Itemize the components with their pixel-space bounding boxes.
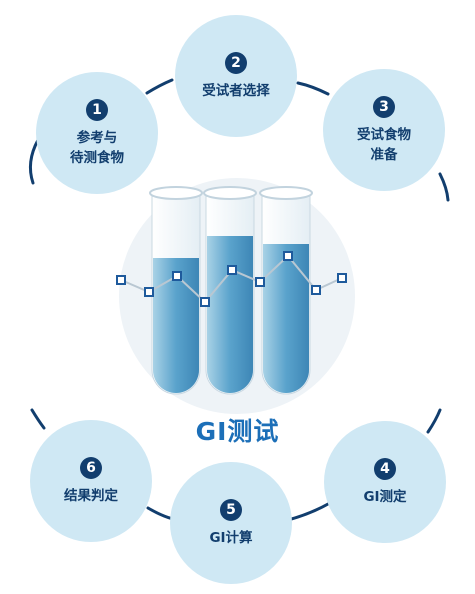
step-number: 5 bbox=[220, 498, 242, 521]
diagram-title: GI测试 bbox=[195, 417, 280, 446]
test-tube-3 bbox=[259, 186, 313, 395]
step-number: 1 bbox=[86, 98, 108, 121]
step-label: GI计算 bbox=[209, 529, 253, 546]
step-label: 受试食物 准备 bbox=[357, 126, 411, 163]
arc-2-3 bbox=[296, 81, 330, 96]
step-number: 6 bbox=[80, 456, 102, 479]
step-number: 2 bbox=[225, 51, 247, 74]
arc-right-top bbox=[438, 172, 450, 202]
step-5-gi-calculation: 5 GI计算 bbox=[170, 462, 292, 584]
test-tube-icon bbox=[149, 186, 313, 395]
arc-5-4 bbox=[286, 502, 330, 522]
step-number: 4 bbox=[374, 457, 396, 480]
arc-right-bottom bbox=[426, 408, 442, 434]
arc-left-bottom bbox=[30, 408, 46, 430]
test-tube-2 bbox=[203, 186, 257, 395]
step-label: 参考与 待测食物 bbox=[70, 129, 124, 166]
step-label: GI测定 bbox=[363, 488, 407, 505]
step-number: 3 bbox=[373, 95, 395, 118]
step-6-result-judgement: 6 结果判定 bbox=[30, 420, 152, 542]
step-4-gi-measurement: 4 GI测定 bbox=[324, 421, 446, 543]
step-label: 受试者选择 bbox=[202, 82, 270, 99]
curve-line-icon bbox=[116, 251, 347, 307]
test-tube-1 bbox=[149, 186, 203, 395]
step-1-reference-food: 1 参考与 待测食物 bbox=[36, 72, 158, 194]
arc-1-2 bbox=[145, 78, 174, 95]
step-label: 结果判定 bbox=[64, 487, 118, 504]
step-2-subject-selection: 2 受试者选择 bbox=[175, 15, 297, 137]
step-3-food-preparation: 3 受试食物 准备 bbox=[323, 69, 445, 191]
